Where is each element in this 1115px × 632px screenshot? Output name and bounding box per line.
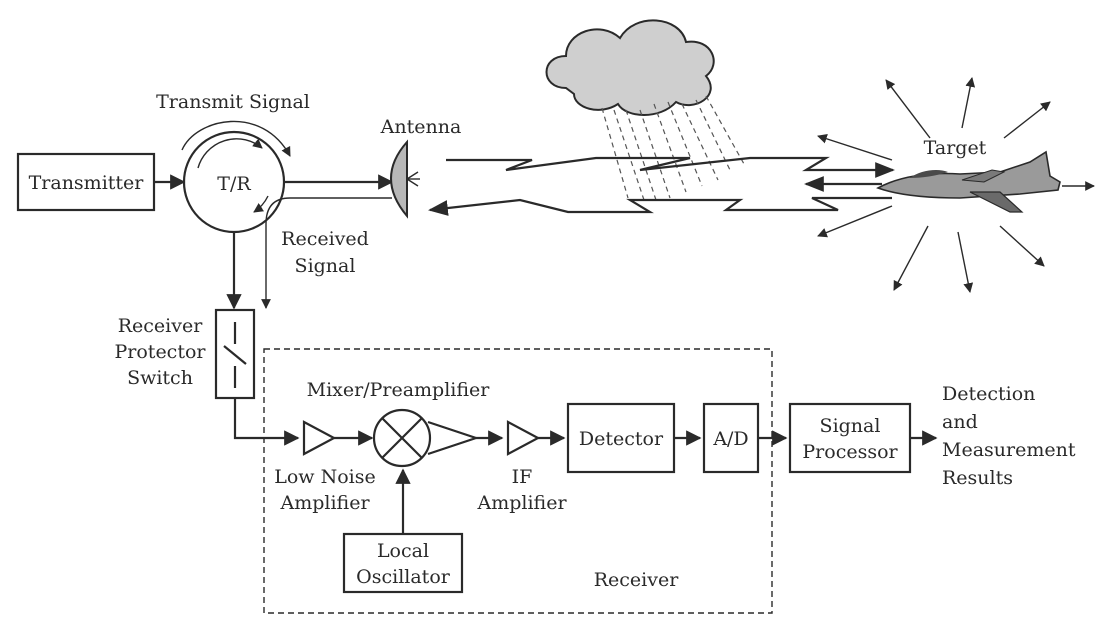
target-jet-icon — [876, 150, 1061, 213]
local-oscillator-block: Local Oscillator — [342, 532, 464, 594]
signal-processor-label-1: Signal — [820, 415, 881, 437]
if-label-2: Amplifier — [476, 492, 567, 514]
signal-processor-block: Signal Processor — [788, 402, 912, 474]
receiver-label: Receiver — [594, 569, 679, 591]
results-label-2: and — [942, 411, 978, 433]
tr-switch: T/R — [181, 120, 291, 234]
circulator-inner-arrow-top — [197, 138, 263, 169]
results-label-4: Results — [942, 467, 1013, 489]
receiver-boundary — [263, 348, 773, 614]
transmit-signal-label: Transmit Signal — [156, 91, 310, 113]
if-label-1: IF — [512, 466, 533, 488]
detector-label: Detector — [579, 428, 664, 450]
transmit-signal-arrow — [181, 120, 291, 157]
return-pulse — [428, 196, 892, 216]
tr-label: T/R — [217, 173, 251, 195]
antenna-icon — [390, 139, 420, 219]
circulator-inner-arrow-bottom — [253, 195, 269, 213]
receiver-protector-switch — [214, 308, 256, 400]
protector-to-lna-arrow — [233, 398, 300, 446]
rain — [601, 95, 745, 201]
lna-label-2: Amplifier — [279, 492, 370, 514]
results-label-1: Detection — [942, 383, 1035, 405]
protector-label-2: Protector — [115, 341, 207, 363]
if-amplifier-triangle — [506, 420, 541, 456]
received-signal-arrow — [261, 197, 392, 309]
adc-block: A/D — [702, 402, 760, 474]
transmitted-pulse — [446, 156, 895, 178]
antenna-label: Antenna — [380, 116, 462, 138]
scatter-arrows — [817, 77, 1095, 293]
local-osc-label-2: Oscillator — [356, 566, 451, 588]
mixer-preamplifier — [372, 408, 480, 468]
transmitter-label: Transmitter — [29, 172, 145, 194]
protector-label-1: Receiver — [118, 315, 203, 337]
results-label-3: Measurement — [942, 439, 1076, 461]
local-osc-label-1: Local — [377, 540, 429, 562]
lna-triangle — [302, 420, 337, 456]
received-signal-label-1: Received — [281, 228, 369, 250]
lna-label-1: Low Noise — [274, 466, 376, 488]
transmitter-block: Transmitter — [16, 152, 156, 212]
received-signal-label-2: Signal — [295, 255, 356, 277]
protector-label-3: Switch — [127, 367, 193, 389]
target-label: Target — [924, 137, 987, 159]
detector-block: Detector — [566, 402, 676, 474]
signal-processor-label-2: Processor — [802, 441, 898, 463]
mixer-label: Mixer/Preamplifier — [307, 379, 491, 401]
adc-label: A/D — [712, 428, 748, 450]
cloud-icon — [545, 19, 715, 116]
